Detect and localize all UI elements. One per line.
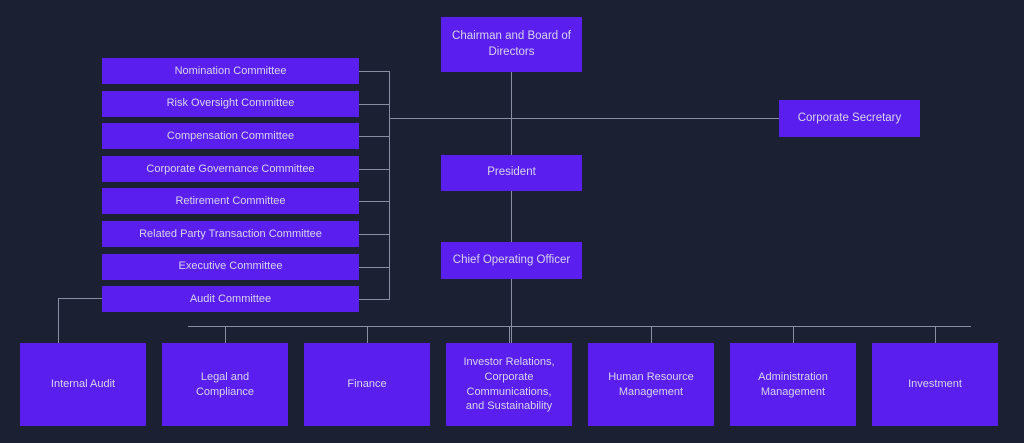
- node-corporate-secretary-label: Corporate Secretary: [797, 111, 902, 124]
- department-connector-drop: [793, 326, 794, 343]
- connector-audit-down: [58, 298, 59, 343]
- committee-node-label: Related Party Transaction Committee: [139, 227, 322, 240]
- connector-secretary-bar: [389, 118, 780, 119]
- node-president[interactable]: President: [441, 155, 582, 191]
- department-connector-drop: [225, 326, 226, 343]
- committee-node[interactable]: Nomination Committee: [102, 58, 359, 84]
- committee-node[interactable]: Executive Committee: [102, 253, 359, 280]
- department-connector-drop: [367, 326, 368, 343]
- committee-connector-stub: [359, 104, 390, 105]
- committee-connector-stub: [359, 201, 390, 202]
- department-node[interactable]: Investor Relations, Corporate Communicat…: [446, 343, 572, 426]
- connector-chairman-down: [511, 72, 512, 118]
- connector-coo-to-departments: [511, 277, 512, 343]
- node-chairman-label: Chairman and Board of Directors: [452, 30, 571, 58]
- committee-node-label: Retirement Committee: [175, 195, 286, 208]
- committee-node-label: Risk Oversight Committee: [166, 97, 295, 110]
- committee-connector-stub: [359, 71, 390, 72]
- department-node-label: Legal and Compliance: [195, 370, 255, 398]
- department-node[interactable]: Human Resource Management: [588, 343, 714, 426]
- department-node-label: Investor Relations, Corporate Communicat…: [463, 356, 555, 413]
- node-chairman[interactable]: Chairman and Board of Directors: [441, 17, 582, 72]
- department-node[interactable]: Internal Audit: [20, 343, 146, 426]
- connector-main-spine: [511, 118, 512, 156]
- department-connector-drop: [935, 326, 936, 343]
- committee-connector-stub: [359, 267, 390, 268]
- node-chief-operating-officer-label: Chief Operating Officer: [452, 253, 571, 266]
- committee-node[interactable]: Risk Oversight Committee: [102, 90, 359, 117]
- connector-department-bar: [188, 326, 971, 327]
- committee-node[interactable]: Corporate Governance Committee: [102, 155, 359, 182]
- committee-connector-stub: [359, 234, 390, 235]
- department-node-label: Administration Management: [758, 370, 828, 398]
- department-node-label: Finance: [347, 378, 387, 391]
- department-connector-drop: [509, 326, 510, 343]
- committee-node-label: Executive Committee: [178, 260, 283, 273]
- committee-node-label: Corporate Governance Committee: [146, 162, 315, 175]
- node-chief-operating-officer[interactable]: Chief Operating Officer: [441, 242, 582, 279]
- department-node[interactable]: Legal and Compliance: [162, 343, 288, 426]
- department-node-label: Investment: [908, 378, 962, 391]
- committee-connector-stub: [359, 136, 390, 137]
- department-node[interactable]: Investment: [872, 343, 998, 426]
- committee-node[interactable]: Retirement Committee: [102, 188, 359, 215]
- department-node-label: Human Resource Management: [608, 370, 694, 398]
- committee-connector-stub: [359, 169, 390, 170]
- connector-president-to-coo: [511, 189, 512, 244]
- committee-node-label: Compensation Committee: [166, 129, 295, 142]
- committee-node[interactable]: Compensation Committee: [102, 123, 359, 150]
- committee-node-label: Audit Committee: [189, 292, 272, 305]
- committee-connector-stub: [359, 299, 390, 300]
- department-connector-drop: [651, 326, 652, 343]
- committee-node-label: Nomination Committee: [174, 64, 287, 77]
- node-corporate-secretary[interactable]: Corporate Secretary: [779, 100, 920, 137]
- department-node[interactable]: Administration Management: [730, 343, 856, 426]
- committee-node[interactable]: Audit Committee: [102, 286, 359, 313]
- connector-audit-left: [58, 298, 103, 299]
- department-node[interactable]: Finance: [304, 343, 430, 426]
- node-president-label: President: [487, 166, 536, 179]
- committee-node[interactable]: Related Party Transaction Committee: [102, 221, 359, 247]
- department-node-label: Internal Audit: [50, 378, 116, 391]
- connector-committee-spine: [389, 71, 390, 299]
